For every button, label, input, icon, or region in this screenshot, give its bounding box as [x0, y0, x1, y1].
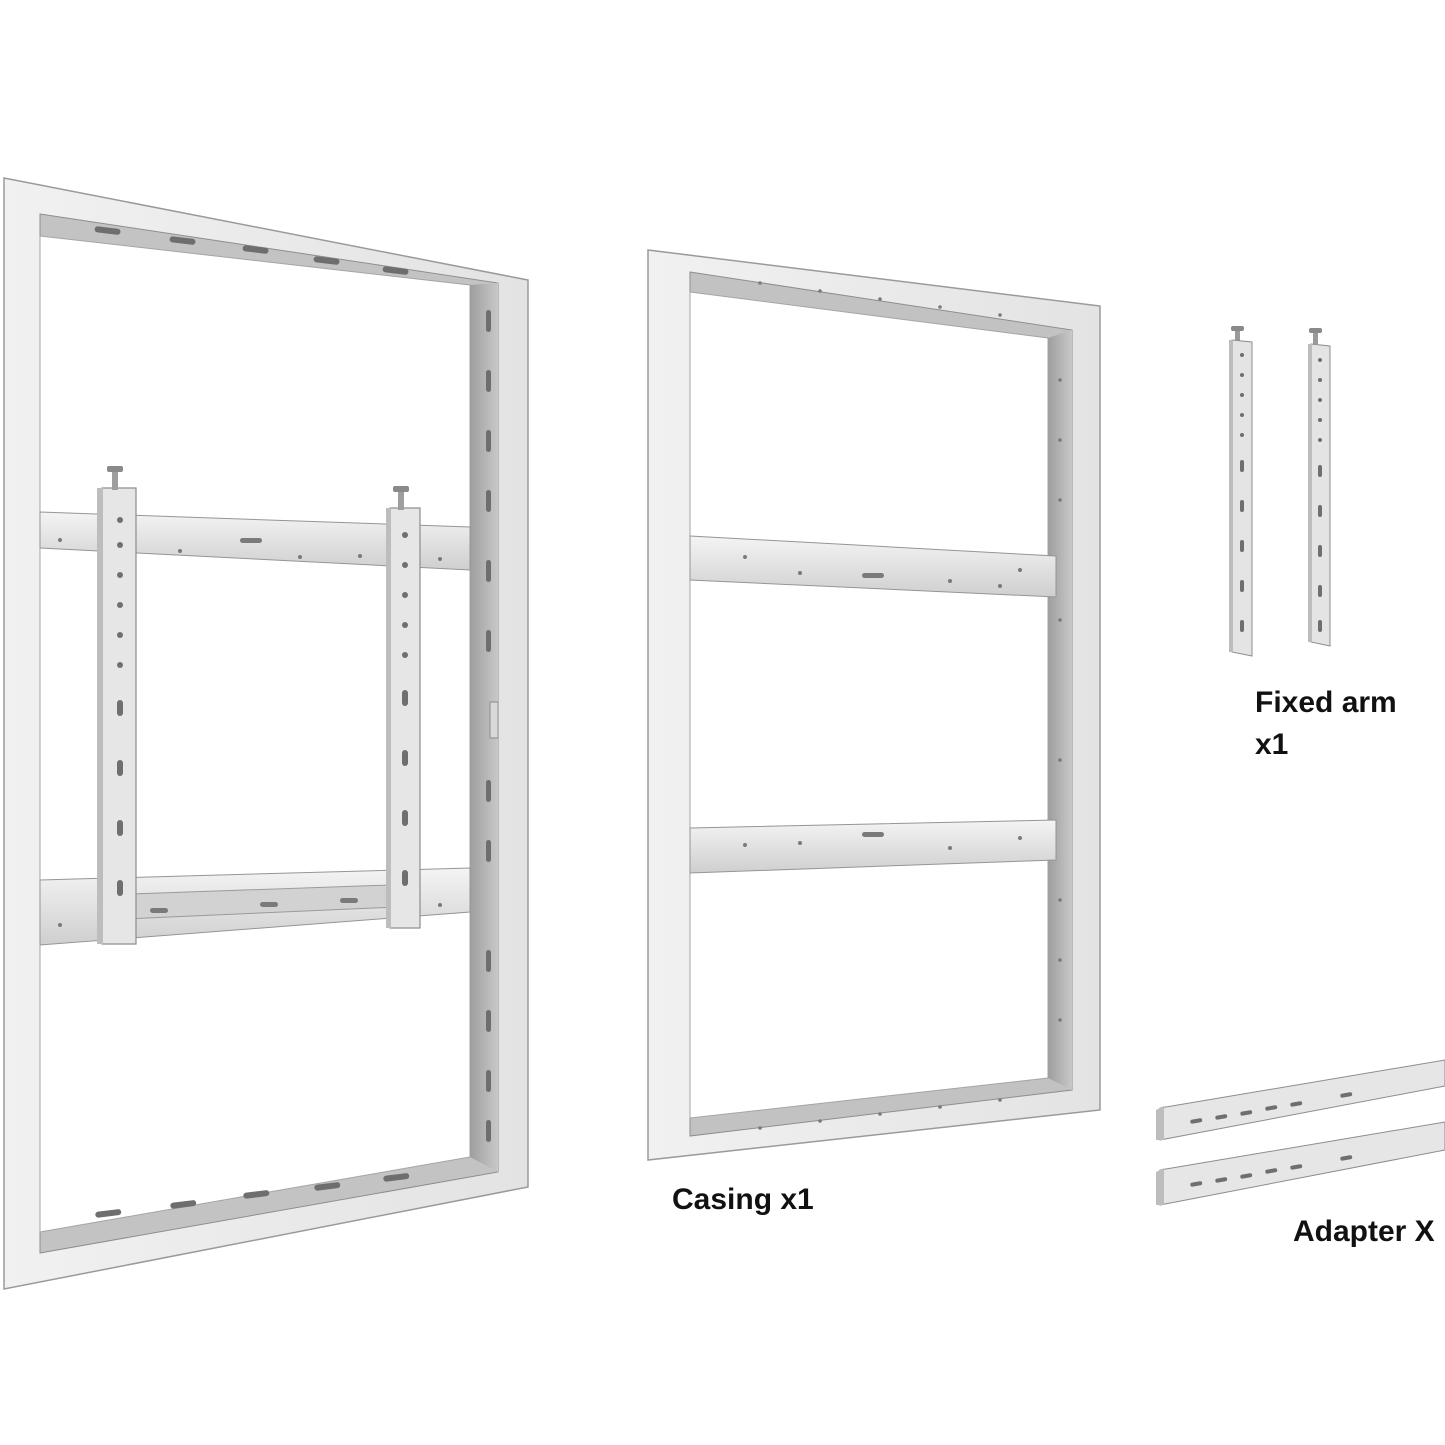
adapter-rail-pair [1156, 1059, 1445, 1206]
top-wall-slots [94, 226, 409, 275]
fixed-arm-2 [1308, 328, 1331, 647]
side-wall-slots [486, 310, 499, 1142]
adapter-rail-1 [1156, 1059, 1445, 1141]
adapter-rail-2 [1156, 1121, 1445, 1206]
mounted-arm-right [386, 486, 421, 929]
bottom-wall-slots [95, 1173, 410, 1218]
casing-frame [647, 249, 1101, 1161]
fixed-arm-quantity: x1 [1255, 728, 1289, 761]
mounted-arm-left [97, 466, 137, 945]
assembled-frame [3, 177, 529, 1290]
fixed-arm-pair [1229, 326, 1331, 657]
fixed-arm-caption: Fixed arm [1255, 686, 1397, 719]
adapter-caption: Adapter X [1293, 1215, 1435, 1248]
casing-caption: Casing x1 [672, 1183, 814, 1216]
fixed-arm-1 [1229, 326, 1253, 657]
